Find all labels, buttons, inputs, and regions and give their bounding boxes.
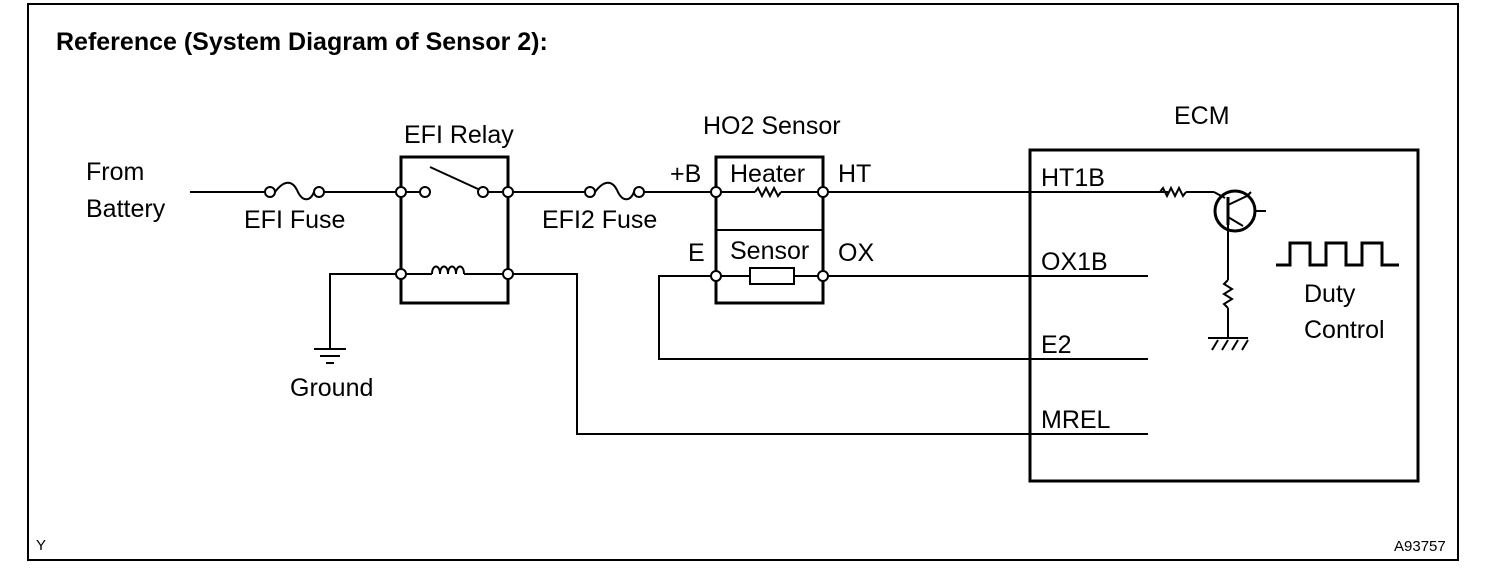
from-battery-label-2: Battery [86, 195, 166, 223]
sensor-label: Sensor [730, 237, 809, 265]
ecm-resistor-symbol [1159, 185, 1214, 199]
heater-label: Heater [730, 160, 805, 188]
ho2-sensor-label: HO2 Sensor [703, 112, 841, 140]
ht-label: HT [838, 160, 871, 188]
wire-e2 [658, 275, 1148, 360]
heater-resistor-symbol [721, 185, 818, 199]
sensor-terminal-plus-b [710, 186, 722, 198]
relay-terminal [502, 186, 514, 198]
transistor-symbol [1213, 189, 1266, 280]
ecm-pulldown-resistor-symbol [1222, 279, 1234, 338]
footer-right-code: A93757 [1394, 538, 1446, 555]
relay-terminal [395, 268, 407, 280]
sensor-terminal-ht [817, 186, 829, 198]
efi-fuse-label: EFI Fuse [244, 206, 345, 234]
relay-terminal [395, 186, 407, 198]
ground-label: Ground [290, 374, 373, 402]
ox1b-label: OX1B [1041, 248, 1108, 276]
duty-control-label-2: Control [1304, 316, 1385, 344]
ecm-box [1028, 148, 1420, 483]
efi2-fuse-symbol [584, 181, 645, 201]
footer-left-code: Y [36, 537, 46, 554]
duty-control-label-1: Duty [1304, 280, 1356, 308]
diagram-border [27, 3, 1459, 561]
efi-fuse-symbol [264, 181, 325, 201]
mrel-label: MREL [1041, 406, 1111, 434]
relay-terminal [502, 268, 514, 280]
ecm-ground-symbol [1208, 337, 1249, 351]
sensor-terminal-ox [817, 270, 829, 282]
ecm-label: ECM [1174, 102, 1230, 130]
e-label: E [688, 239, 705, 267]
wire-ground [329, 273, 396, 349]
sensor-element-symbol [721, 267, 818, 285]
efi-relay-box [399, 155, 510, 305]
efi-relay-label: EFI Relay [404, 121, 514, 149]
ht1b-label: HT1B [1041, 164, 1105, 192]
ground-symbol [314, 348, 346, 364]
plus-b-label: +B [670, 160, 701, 188]
efi2-fuse-label: EFI2 Fuse [542, 206, 657, 234]
e2-label: E2 [1041, 331, 1072, 359]
relay-switch-symbol [406, 166, 502, 198]
from-battery-label-1: From [86, 158, 144, 186]
diagram-title: Reference (System Diagram of Sensor 2): [56, 28, 548, 56]
relay-coil-symbol [406, 265, 502, 275]
duty-waveform-icon [1276, 241, 1399, 267]
sensor-terminal-e [710, 270, 722, 282]
wire-mrel [513, 273, 1148, 435]
ox-label: OX [838, 239, 874, 267]
